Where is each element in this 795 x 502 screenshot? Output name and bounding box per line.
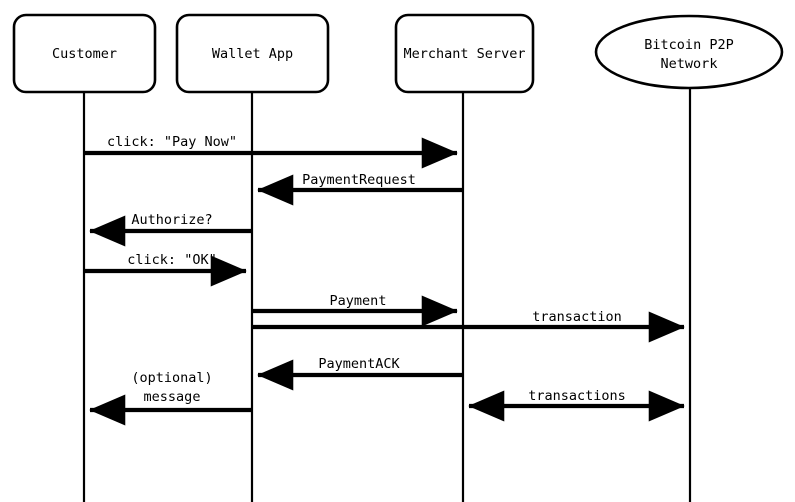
message-payment-label: Payment bbox=[330, 293, 387, 309]
participant-bitcoin-label-line2: Network bbox=[661, 56, 718, 72]
message-transaction[interactable]: transaction bbox=[252, 309, 685, 343]
participant-customer[interactable]: Customer bbox=[12, 13, 157, 94]
message-click-pay-now[interactable]: click: "Pay Now" bbox=[84, 134, 458, 169]
participant-wallet[interactable]: Wallet App bbox=[175, 13, 330, 94]
message-transactions[interactable]: transactions bbox=[468, 388, 685, 422]
message-authorize-label: Authorize? bbox=[131, 212, 212, 228]
message-click-ok-label: click: "OK" bbox=[127, 252, 216, 268]
message-transaction-label: transaction bbox=[532, 309, 621, 325]
lifelines-group bbox=[82, 88, 692, 502]
participant-merchant-label: Merchant Server bbox=[404, 46, 526, 62]
message-click-ok[interactable]: click: "OK" bbox=[84, 252, 247, 287]
participant-customer-label: Customer bbox=[52, 46, 117, 62]
participant-wallet-box bbox=[175, 13, 330, 94]
participant-merchant-box bbox=[394, 13, 535, 94]
message-payment-request-label: PaymentRequest bbox=[302, 172, 416, 188]
message-payment-ack[interactable]: PaymentACK bbox=[257, 356, 463, 391]
participant-bitcoin-ellipse bbox=[594, 14, 784, 90]
message-payment-ack-label: PaymentACK bbox=[318, 356, 400, 372]
message-click-pay-now-label: click: "Pay Now" bbox=[107, 134, 237, 150]
message-optional[interactable]: (optional) message bbox=[89, 370, 252, 426]
message-optional-label-line2: message bbox=[144, 389, 201, 405]
participant-merchant[interactable]: Merchant Server bbox=[394, 13, 535, 94]
messages-group: click: "Pay Now" PaymentRequest Authoriz… bbox=[84, 134, 685, 426]
message-optional-label-line1: (optional) bbox=[131, 370, 212, 386]
message-payment[interactable]: Payment bbox=[252, 293, 458, 327]
message-payment-request[interactable]: PaymentRequest bbox=[257, 172, 463, 206]
participants-group: Customer Wallet App Merchant Server Bitc… bbox=[12, 13, 784, 94]
participant-bitcoin[interactable]: Bitcoin P2P Network bbox=[594, 14, 784, 90]
message-authorize[interactable]: Authorize? bbox=[89, 212, 252, 247]
message-transactions-label: transactions bbox=[528, 388, 626, 404]
participant-wallet-label: Wallet App bbox=[212, 46, 293, 62]
participant-bitcoin-label-line1: Bitcoin P2P bbox=[644, 37, 733, 53]
participant-customer-box bbox=[12, 13, 157, 94]
